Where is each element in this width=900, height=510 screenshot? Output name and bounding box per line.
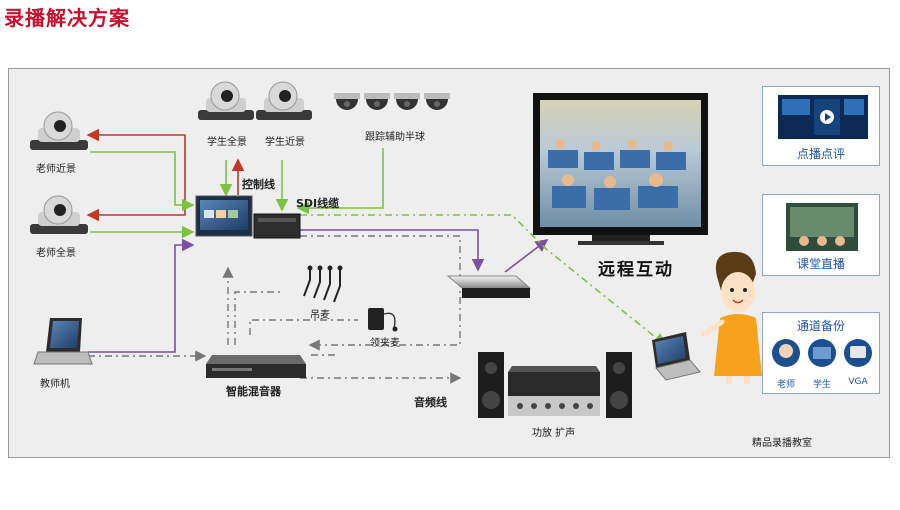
classroom-label: 精品录播教室 <box>752 438 812 449</box>
live-card[interactable]: 课堂直播 <box>762 194 880 276</box>
network-line-green-dashed <box>300 214 667 347</box>
remote-interaction-label: 远程互动 <box>598 260 674 280</box>
student-close-camera <box>256 81 312 120</box>
control-line-label: 控制线 <box>242 178 275 191</box>
backup-label: 通道备份 <box>796 319 845 333</box>
backup-item-student: 学生 <box>812 380 831 390</box>
lavalier-mic-label: 领夹麦 <box>370 338 400 349</box>
hanging-mics <box>303 268 341 303</box>
audio-line-label: 音频线 <box>414 396 447 409</box>
vod-label: 点播点评 <box>796 147 845 161</box>
student-close-label: 学生近景 <box>265 137 305 148</box>
backup-card[interactable]: 通道备份 老师 学生 VGA <box>762 312 880 394</box>
teacher-pc-label: 教师机 <box>40 379 70 390</box>
tracking-dome-label: 跟踪辅助半球 <box>365 132 425 143</box>
sdi-cable-label: SDI线缆 <box>296 197 340 210</box>
amplifier-label: 功放 扩声 <box>532 428 576 439</box>
live-thumbnail <box>786 203 858 251</box>
video-line-green <box>90 148 384 239</box>
lavalier-mic <box>368 308 398 332</box>
audio-line-gray-dashed <box>88 235 462 384</box>
smart-mixer <box>206 355 306 378</box>
backup-item-vga: VGA <box>848 377 868 387</box>
teacher-close-label: 老师近景 <box>36 164 76 175</box>
amplifier-unit <box>508 366 600 416</box>
teacher-wide-label: 老师全景 <box>36 248 76 259</box>
interaction-encoder <box>446 275 532 298</box>
recording-host <box>195 195 301 239</box>
page-title: 录播解决方案 <box>4 6 130 30</box>
speaker-right <box>606 352 632 418</box>
student-wide-camera <box>198 81 254 120</box>
student-wide-label: 学生全景 <box>207 137 247 148</box>
teacher-laptop <box>33 318 93 365</box>
teacher-figure <box>701 251 762 384</box>
backup-item-teacher: 老师 <box>776 380 795 390</box>
tracking-dome-cameras <box>334 93 450 110</box>
remote-display-tv <box>533 93 708 245</box>
smart-mixer-label: 智能混音器 <box>226 385 281 398</box>
speaker-left <box>478 352 504 418</box>
teacher-close-camera <box>30 111 88 150</box>
hanging-mic-label: 吊麦 <box>310 310 330 321</box>
backup-thumbnails <box>772 339 872 367</box>
teacher-wide-camera <box>30 195 88 234</box>
live-label: 课堂直播 <box>796 257 845 271</box>
vod-card[interactable]: 点播点评 <box>762 86 880 166</box>
video-line-purple <box>88 229 549 353</box>
remote-laptop <box>652 332 701 381</box>
vod-thumbnail <box>778 95 868 139</box>
